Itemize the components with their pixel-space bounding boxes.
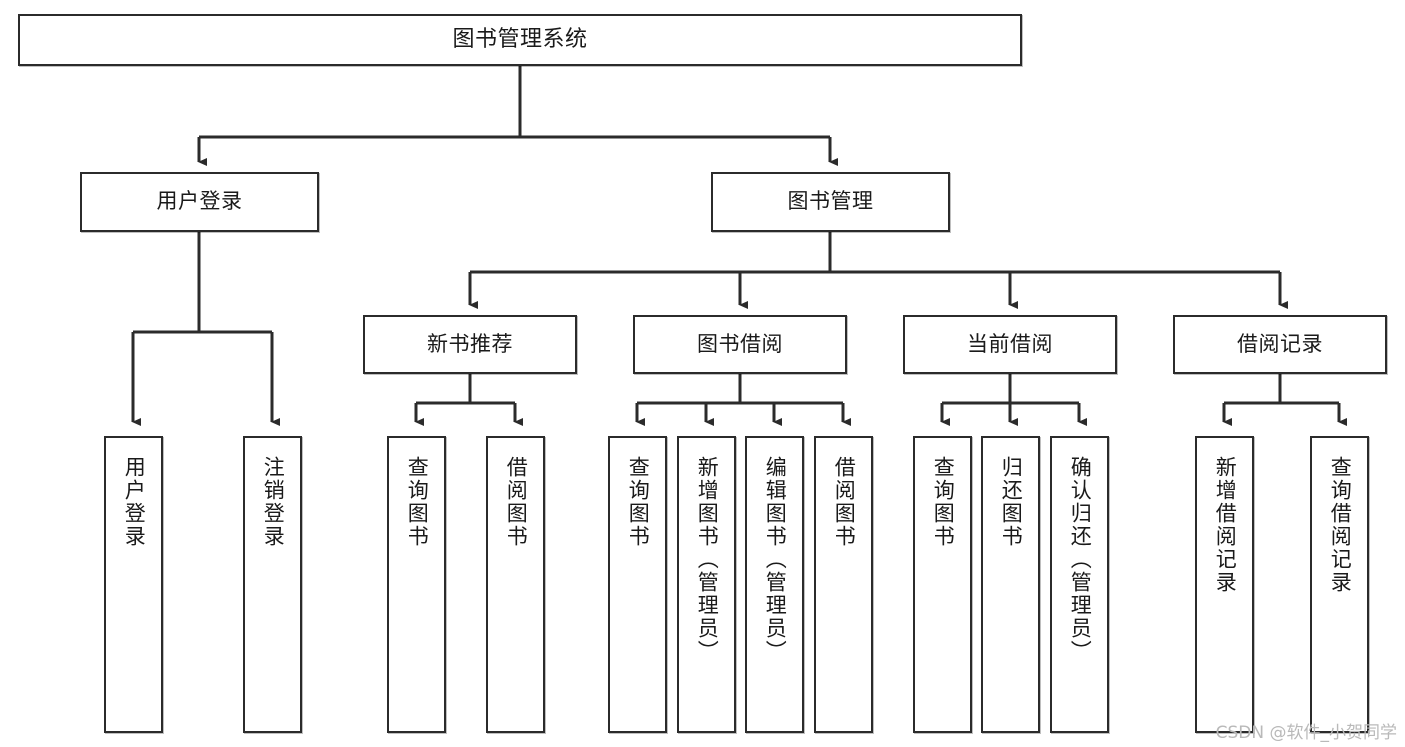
leaf-edit-book-label: 编辑图书（管理员） bbox=[763, 456, 788, 663]
leaf-user-login-label: 用户登录 bbox=[122, 456, 147, 548]
node-current-borrow[interactable]: 当前借阅 bbox=[903, 315, 1117, 374]
leaf-edit-book[interactable]: 编辑图书（管理员） bbox=[745, 436, 804, 733]
watermark: CSDN @软件_小贺同学 bbox=[1215, 723, 1397, 743]
leaf-query-record-label: 查询借阅记录 bbox=[1328, 456, 1353, 594]
node-new-book-recommend-label: 新书推荐 bbox=[427, 331, 513, 356]
node-book-borrow-label: 图书借阅 bbox=[697, 331, 783, 356]
node-book-manage-label: 图书管理 bbox=[787, 189, 874, 214]
leaf-add-record-label: 新增借阅记录 bbox=[1213, 456, 1238, 594]
leaf-borrow-book-2[interactable]: 借阅图书 bbox=[814, 436, 873, 733]
leaf-add-book-label: 新增图书（管理员） bbox=[695, 456, 720, 663]
node-book-borrow[interactable]: 图书借阅 bbox=[633, 315, 847, 374]
node-user-login-label: 用户登录 bbox=[156, 189, 243, 214]
node-new-book-recommend[interactable]: 新书推荐 bbox=[363, 315, 577, 374]
leaf-add-book[interactable]: 新增图书（管理员） bbox=[677, 436, 736, 733]
leaf-query-book-3-label: 查询图书 bbox=[931, 456, 956, 548]
leaf-confirm-return-label: 确认归还（管理员） bbox=[1068, 456, 1093, 663]
leaf-add-record[interactable]: 新增借阅记录 bbox=[1195, 436, 1254, 733]
leaf-return-book-label: 归还图书 bbox=[999, 456, 1024, 548]
node-user-login[interactable]: 用户登录 bbox=[80, 172, 319, 232]
leaf-borrow-book-2-label: 借阅图书 bbox=[832, 456, 857, 548]
leaf-query-book-2-label: 查询图书 bbox=[626, 456, 651, 548]
node-root-label: 图书管理系统 bbox=[452, 26, 588, 52]
leaf-confirm-return[interactable]: 确认归还（管理员） bbox=[1050, 436, 1109, 733]
leaf-borrow-book-1[interactable]: 借阅图书 bbox=[486, 436, 545, 733]
leaf-borrow-book-1-label: 借阅图书 bbox=[504, 456, 529, 548]
leaf-query-book-3[interactable]: 查询图书 bbox=[913, 436, 972, 733]
leaf-return-book[interactable]: 归还图书 bbox=[981, 436, 1040, 733]
node-current-borrow-label: 当前借阅 bbox=[967, 331, 1053, 356]
leaf-user-logout[interactable]: 注销登录 bbox=[243, 436, 302, 733]
leaf-user-login[interactable]: 用户登录 bbox=[104, 436, 163, 733]
node-borrow-record-label: 借阅记录 bbox=[1237, 331, 1323, 356]
leaf-query-book-2[interactable]: 查询图书 bbox=[608, 436, 667, 733]
node-root[interactable]: 图书管理系统 bbox=[18, 14, 1022, 66]
leaf-query-book-1[interactable]: 查询图书 bbox=[387, 436, 446, 733]
node-borrow-record[interactable]: 借阅记录 bbox=[1173, 315, 1387, 374]
leaf-query-record[interactable]: 查询借阅记录 bbox=[1310, 436, 1369, 733]
leaf-user-logout-label: 注销登录 bbox=[261, 456, 286, 548]
leaf-query-book-1-label: 查询图书 bbox=[405, 456, 430, 548]
node-book-manage[interactable]: 图书管理 bbox=[711, 172, 950, 232]
